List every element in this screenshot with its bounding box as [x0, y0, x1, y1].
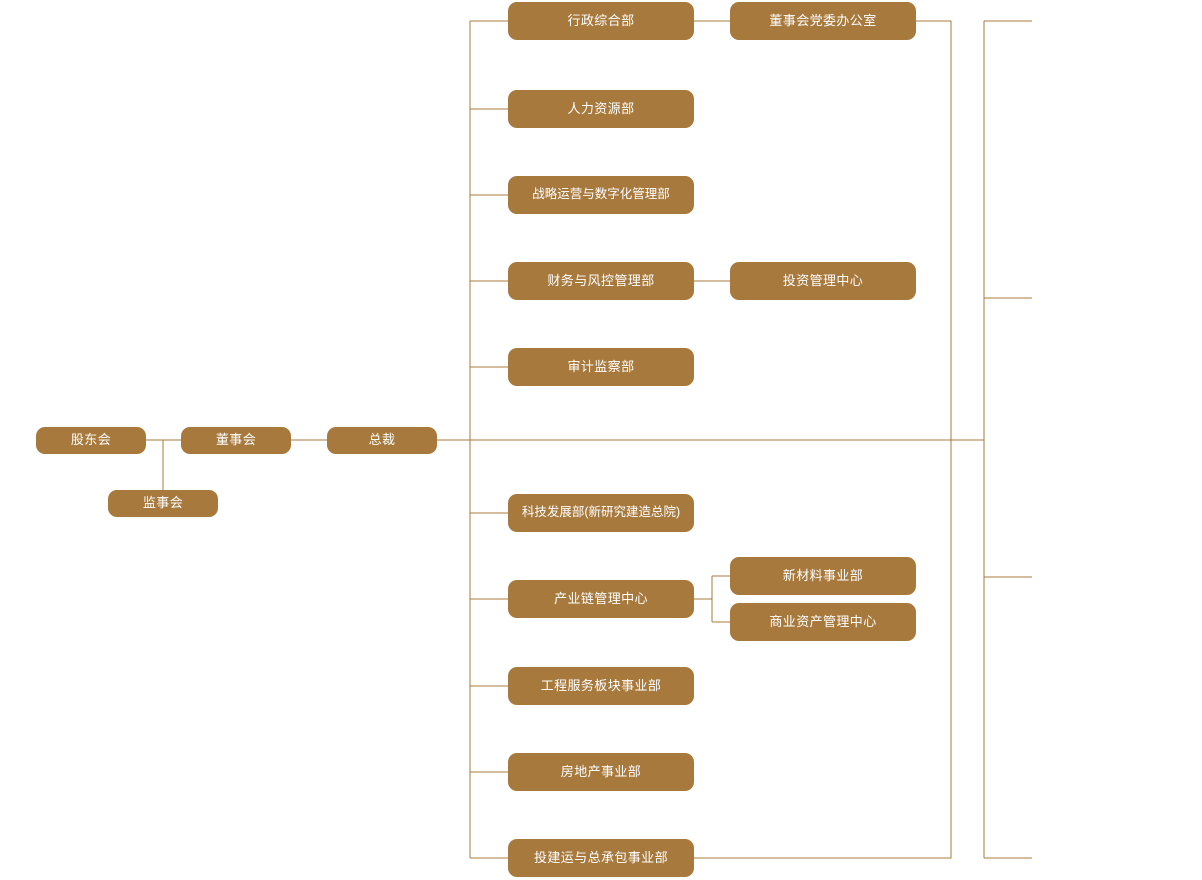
node-engineering-services-division[interactable]: 工程服务板块事业部 — [508, 667, 694, 705]
node-label: 总裁 — [368, 432, 396, 448]
node-label: 投建运与总承包事业部 — [533, 849, 668, 865]
node-label: 投资管理中心 — [782, 272, 864, 288]
node-board-party-office[interactable]: 董事会党委办公室 — [730, 2, 916, 40]
node-label: 董事会党委办公室 — [769, 12, 877, 28]
node-investment-mgmt-center[interactable]: 投资管理中心 — [730, 262, 916, 300]
node-label: 房地产事业部 — [560, 763, 642, 779]
node-invest-build-operate-epc-division[interactable]: 投建运与总承包事业部 — [508, 839, 694, 877]
node-label: 产业链管理中心 — [554, 590, 648, 606]
node-finance-risk-dept[interactable]: 财务与风控管理部 — [508, 262, 694, 300]
node-label: 人力资源部 — [567, 100, 635, 116]
node-president[interactable]: 总裁 — [327, 427, 437, 454]
node-human-resources-dept[interactable]: 人力资源部 — [508, 90, 694, 128]
node-label: 商业资产管理中心 — [769, 613, 877, 629]
node-label: 工程服务板块事业部 — [540, 677, 662, 693]
rail-right-inner — [694, 20, 952, 859]
node-label: 战略运营与数字化管理部 — [532, 187, 670, 202]
node-industry-chain-center[interactable]: 产业链管理中心 — [508, 580, 694, 618]
node-board-of-directors[interactable]: 董事会 — [181, 427, 291, 454]
node-label: 科技发展部(新研究建造总院) — [521, 505, 681, 520]
node-label: 监事会 — [142, 495, 184, 511]
node-label: 股东会 — [70, 432, 112, 448]
node-audit-supervision-dept[interactable]: 审计监察部 — [508, 348, 694, 386]
node-real-estate-division[interactable]: 房地产事业部 — [508, 753, 694, 791]
node-shareholders-meeting[interactable]: 股东会 — [36, 427, 146, 454]
node-supervisory-board[interactable]: 监事会 — [108, 490, 218, 517]
node-strategy-ops-digital-dept[interactable]: 战略运营与数字化管理部 — [508, 176, 694, 214]
node-label: 审计监察部 — [567, 358, 635, 374]
node-tech-development-dept[interactable]: 科技发展部(新研究建造总院) — [508, 494, 694, 532]
node-label: 行政综合部 — [567, 12, 635, 28]
node-commercial-asset-center[interactable]: 商业资产管理中心 — [730, 603, 916, 641]
node-label: 董事会 — [215, 432, 257, 448]
node-label: 财务与风控管理部 — [547, 272, 655, 288]
node-label: 新材料事业部 — [782, 567, 864, 583]
node-admin-general-dept[interactable]: 行政综合部 — [508, 2, 694, 40]
node-new-materials-division[interactable]: 新材料事业部 — [730, 557, 916, 595]
